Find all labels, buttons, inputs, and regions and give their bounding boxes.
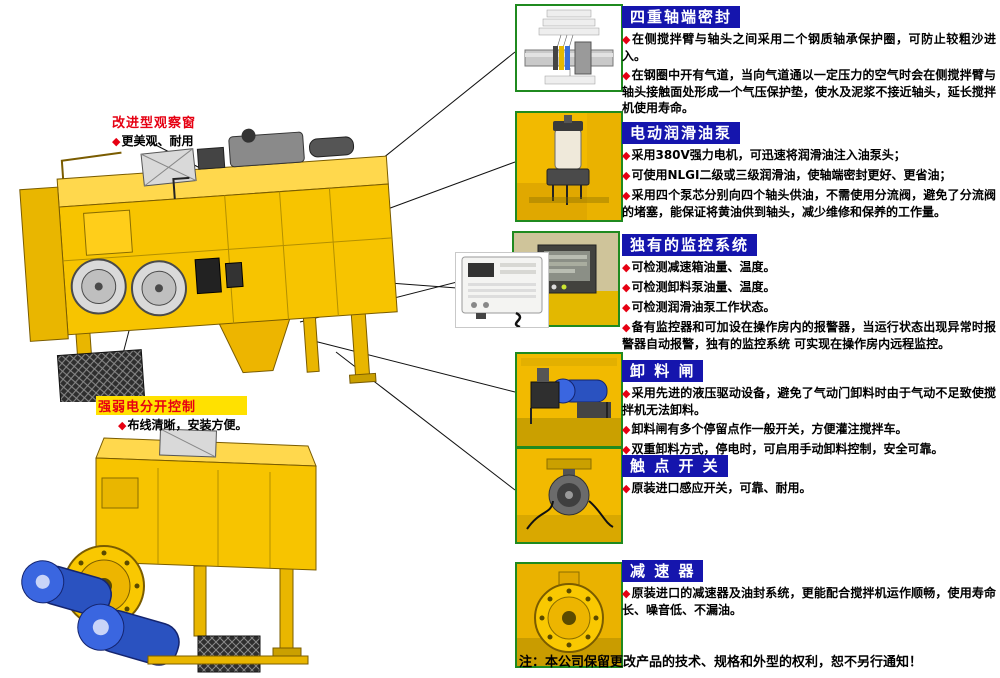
section-title: 卸 料 闸 — [622, 360, 704, 382]
callout-bullet: 布线清晰，安装方便。 — [118, 417, 247, 434]
mixer-bottom-drawing — [21, 428, 317, 673]
feature-bullet: 备有监控器和可加设在操作房内的报警器，当运行状态出现异常时报警器自动报警，独有的… — [622, 319, 996, 352]
callout-electric-control: 强弱电分开控制 布线清晰，安装方便。 — [96, 396, 248, 434]
photo-shaft-seal — [515, 4, 623, 92]
mixer-top-drawing — [19, 128, 398, 406]
feature-bullet: 原装进口的减速器及油封系统，更能配合搅拌机运作顺畅，使用寿命长、噪音低、不漏油。 — [622, 585, 996, 618]
photo-discharge-gate — [515, 352, 623, 448]
section-reducer: 减 速 器 原装进口的减速器及油封系统，更能配合搅拌机运作顺畅，使用寿命长、噪音… — [622, 560, 996, 618]
section-discharge-gate: 卸 料 闸 采用先进的液压驱动设备，避免了气动门卸料时由于气动不足致使搅拌机无法… — [622, 360, 996, 458]
mixer-photo-bottom — [8, 418, 338, 678]
observation-window — [140, 148, 197, 187]
mixer-photo-top — [0, 72, 440, 406]
control-box-icon — [456, 253, 548, 327]
contact-switch-icon — [517, 449, 621, 542]
feature-bullet: 双重卸料方式，停电时，可启用手动卸料控制，安全可靠。 — [622, 441, 996, 458]
photo-reducer — [515, 562, 623, 668]
feature-bullet: 在侧搅拌臂与轴头之间采用二个钢质轴承保护圈，可防止较粗沙进入。 — [622, 31, 996, 64]
feature-bullet: 原装进口感应开关，可靠、耐用。 — [622, 480, 996, 497]
callout-title: 改进型观察窗 — [112, 116, 197, 131]
feature-bullet: 可检测减速箱油量、温度。 — [622, 259, 996, 276]
section-monitoring-system: 独有的监控系统 可检测减速箱油量、温度。 可检测卸料泵油量、温度。 可检测润滑油… — [622, 234, 996, 352]
feature-bullet: 卸料闸有多个停留点作一般开关，方便灌注搅拌车。 — [622, 421, 996, 438]
section-contact-switch: 触 点 开 关 原装进口感应开关，可靠、耐用。 — [622, 455, 996, 497]
callout-observation-window: 改进型观察窗 更美观、耐用 — [112, 112, 196, 150]
photo-lubrication-pump — [515, 111, 623, 222]
section-title: 四重轴端密封 — [622, 6, 741, 28]
feature-bullet: 采用先进的液压驱动设备，避免了气动门卸料时由于气动不足致使搅拌机无法卸料。 — [622, 385, 996, 418]
discharge-gate-icon — [517, 354, 621, 446]
lubrication-pump-icon — [517, 113, 621, 220]
section-title: 减 速 器 — [622, 560, 704, 582]
section-title: 独有的监控系统 — [622, 234, 758, 256]
footer-note: 注：本公司保留更改产品的技术、规格和外型的权利，恕不另行通知！ — [519, 655, 923, 670]
feature-bullet: 采用380V强力电机，可迅速将润滑油注入油泵头； — [622, 147, 996, 164]
callout-bullet: 更美观、耐用 — [112, 133, 196, 150]
section-title: 触 点 开 关 — [622, 455, 728, 477]
section-lubrication-pump: 电动润滑油泵 采用380V强力电机，可迅速将润滑油注入油泵头； 可使用NLGI二… — [622, 122, 996, 220]
drive-motor — [77, 603, 180, 666]
reducer-icon — [517, 564, 621, 666]
section-title: 电动润滑油泵 — [622, 122, 741, 144]
feature-bullet: 可使用NLGI二级或三级润滑油，使轴端密封更好、更省油； — [622, 167, 996, 184]
drive-motor — [21, 560, 112, 617]
callout-title: 强弱电分开控制 — [96, 396, 248, 415]
feature-bullet: 可检测卸料泵油量、温度。 — [622, 279, 996, 296]
photo-control-box — [455, 252, 549, 328]
photo-contact-switch — [515, 447, 623, 544]
feature-bullet: 采用四个泵芯分别向四个轴头供油，不需使用分流阀，避免了分流阀的堵塞，能保证将黄油… — [622, 187, 996, 220]
shaft-seal-diagram-icon — [517, 6, 621, 90]
feature-bullet: 可检测润滑油泵工作状态。 — [622, 299, 996, 316]
feature-bullet: 在钢圈中开有气道，当向气道通以一定压力的空气时会在侧搅拌臂与轴头接触面处形成一个… — [622, 67, 996, 116]
section-shaft-seal: 四重轴端密封 在侧搅拌臂与轴头之间采用二个钢质轴承保护圈，可防止较粗沙进入。 在… — [622, 6, 996, 116]
